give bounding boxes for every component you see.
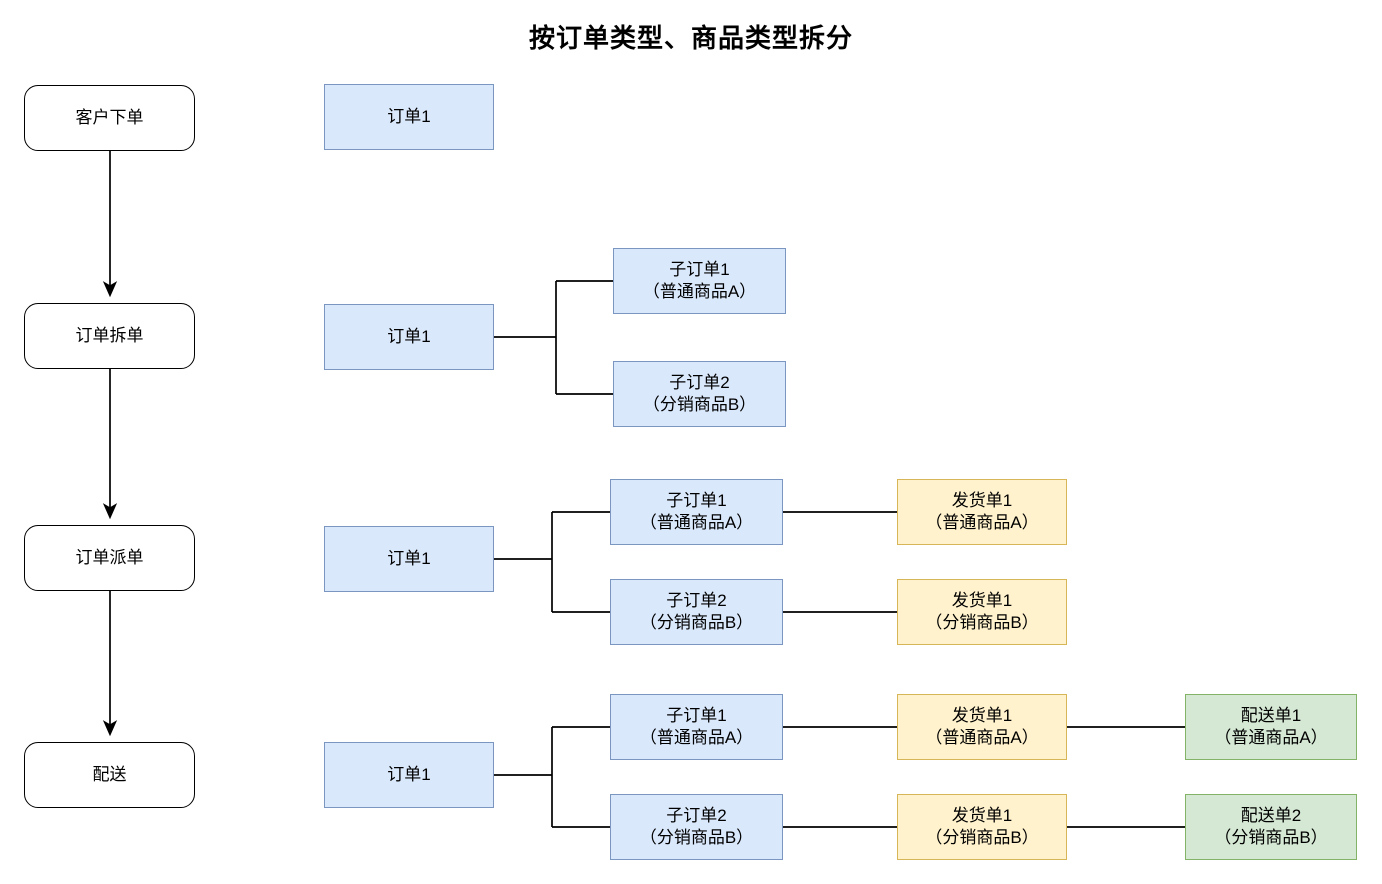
suborder1-row3: 子订单1 （普通商品A）: [610, 479, 783, 545]
delivery-detail: （分销商品B）: [1214, 828, 1328, 847]
suborder-title: 子订单2: [666, 806, 727, 825]
shipment-detail: （普通商品A）: [925, 513, 1039, 532]
delivery-detail: （普通商品A）: [1214, 728, 1328, 747]
shipment-title: 发货单1: [951, 591, 1013, 610]
shipment1-row4: 发货单1 （普通商品A）: [897, 694, 1067, 760]
flow-step-label: 订单派单: [75, 548, 144, 567]
suborder-detail: （分销商品B）: [639, 828, 754, 847]
suborder-title: 子订单1: [669, 260, 730, 279]
connector-row4-order-branch: [494, 726, 610, 828]
suborder1-row2: 子订单1 （普通商品A）: [613, 248, 786, 314]
delivery-title: 配送单1: [1240, 706, 1302, 725]
suborder-detail: （分销商品B）: [639, 613, 754, 632]
suborder-detail: （普通商品A）: [639, 513, 754, 532]
flow-step-order-dispatch: 订单派单: [24, 525, 195, 591]
diagram-title: 按订单类型、商品类型拆分: [528, 23, 853, 53]
order-box-row2: 订单1: [324, 304, 494, 370]
suborder2-row3: 子订单2 （分销商品B）: [610, 579, 783, 645]
shipment-detail: （普通商品A）: [925, 728, 1039, 747]
flow-step-label: 订单拆单: [75, 326, 144, 345]
flow-step-order-split: 订单拆单: [24, 303, 195, 369]
order-box-row3: 订单1: [324, 526, 494, 592]
flow-step-customer-order: 客户下单: [24, 85, 195, 151]
suborder2-row4: 子订单2 （分销商品B）: [610, 794, 783, 860]
suborder2-row2: 子订单2 （分销商品B）: [613, 361, 786, 427]
suborder-detail: （普通商品A）: [642, 282, 757, 301]
shipment-detail: （分销商品B）: [925, 613, 1039, 632]
order-label: 订单1: [387, 765, 431, 784]
shipment1-row3: 发货单1 （普通商品A）: [897, 479, 1067, 545]
flow-step-delivery: 配送: [24, 742, 195, 808]
connector-row3-order-branch: [494, 511, 610, 613]
order-box-row4: 订单1: [324, 742, 494, 808]
suborder-title: 子订单2: [666, 591, 727, 610]
flow-step-label: 配送: [92, 765, 127, 784]
order-label: 订单1: [387, 327, 431, 346]
suborder-title: 子订单1: [666, 491, 727, 510]
order-label: 订单1: [387, 549, 431, 568]
suborder1-row4: 子订单1 （普通商品A）: [610, 694, 783, 760]
suborder-detail: （普通商品A）: [639, 728, 754, 747]
suborder-title: 子订单1: [666, 706, 727, 725]
connector-row2-order-branch: [494, 280, 613, 395]
suborder-title: 子订单2: [669, 373, 730, 392]
order-box-row1: 订单1: [324, 84, 494, 150]
shipment2-row4: 发货单1 （分销商品B）: [897, 794, 1067, 860]
flow-step-label: 客户下单: [75, 108, 144, 127]
shipment-detail: （分销商品B）: [925, 828, 1039, 847]
suborder-detail: （分销商品B）: [642, 395, 757, 414]
delivery-note1-row4: 配送单1 （普通商品A）: [1185, 694, 1357, 760]
order-label: 订单1: [387, 107, 431, 126]
shipment2-row3: 发货单1 （分销商品B）: [897, 579, 1067, 645]
delivery-title: 配送单2: [1240, 806, 1302, 825]
shipment-title: 发货单1: [951, 806, 1013, 825]
delivery-note2-row4: 配送单2 （分销商品B）: [1185, 794, 1357, 860]
shipment-title: 发货单1: [951, 706, 1013, 725]
shipment-title: 发货单1: [951, 491, 1013, 510]
